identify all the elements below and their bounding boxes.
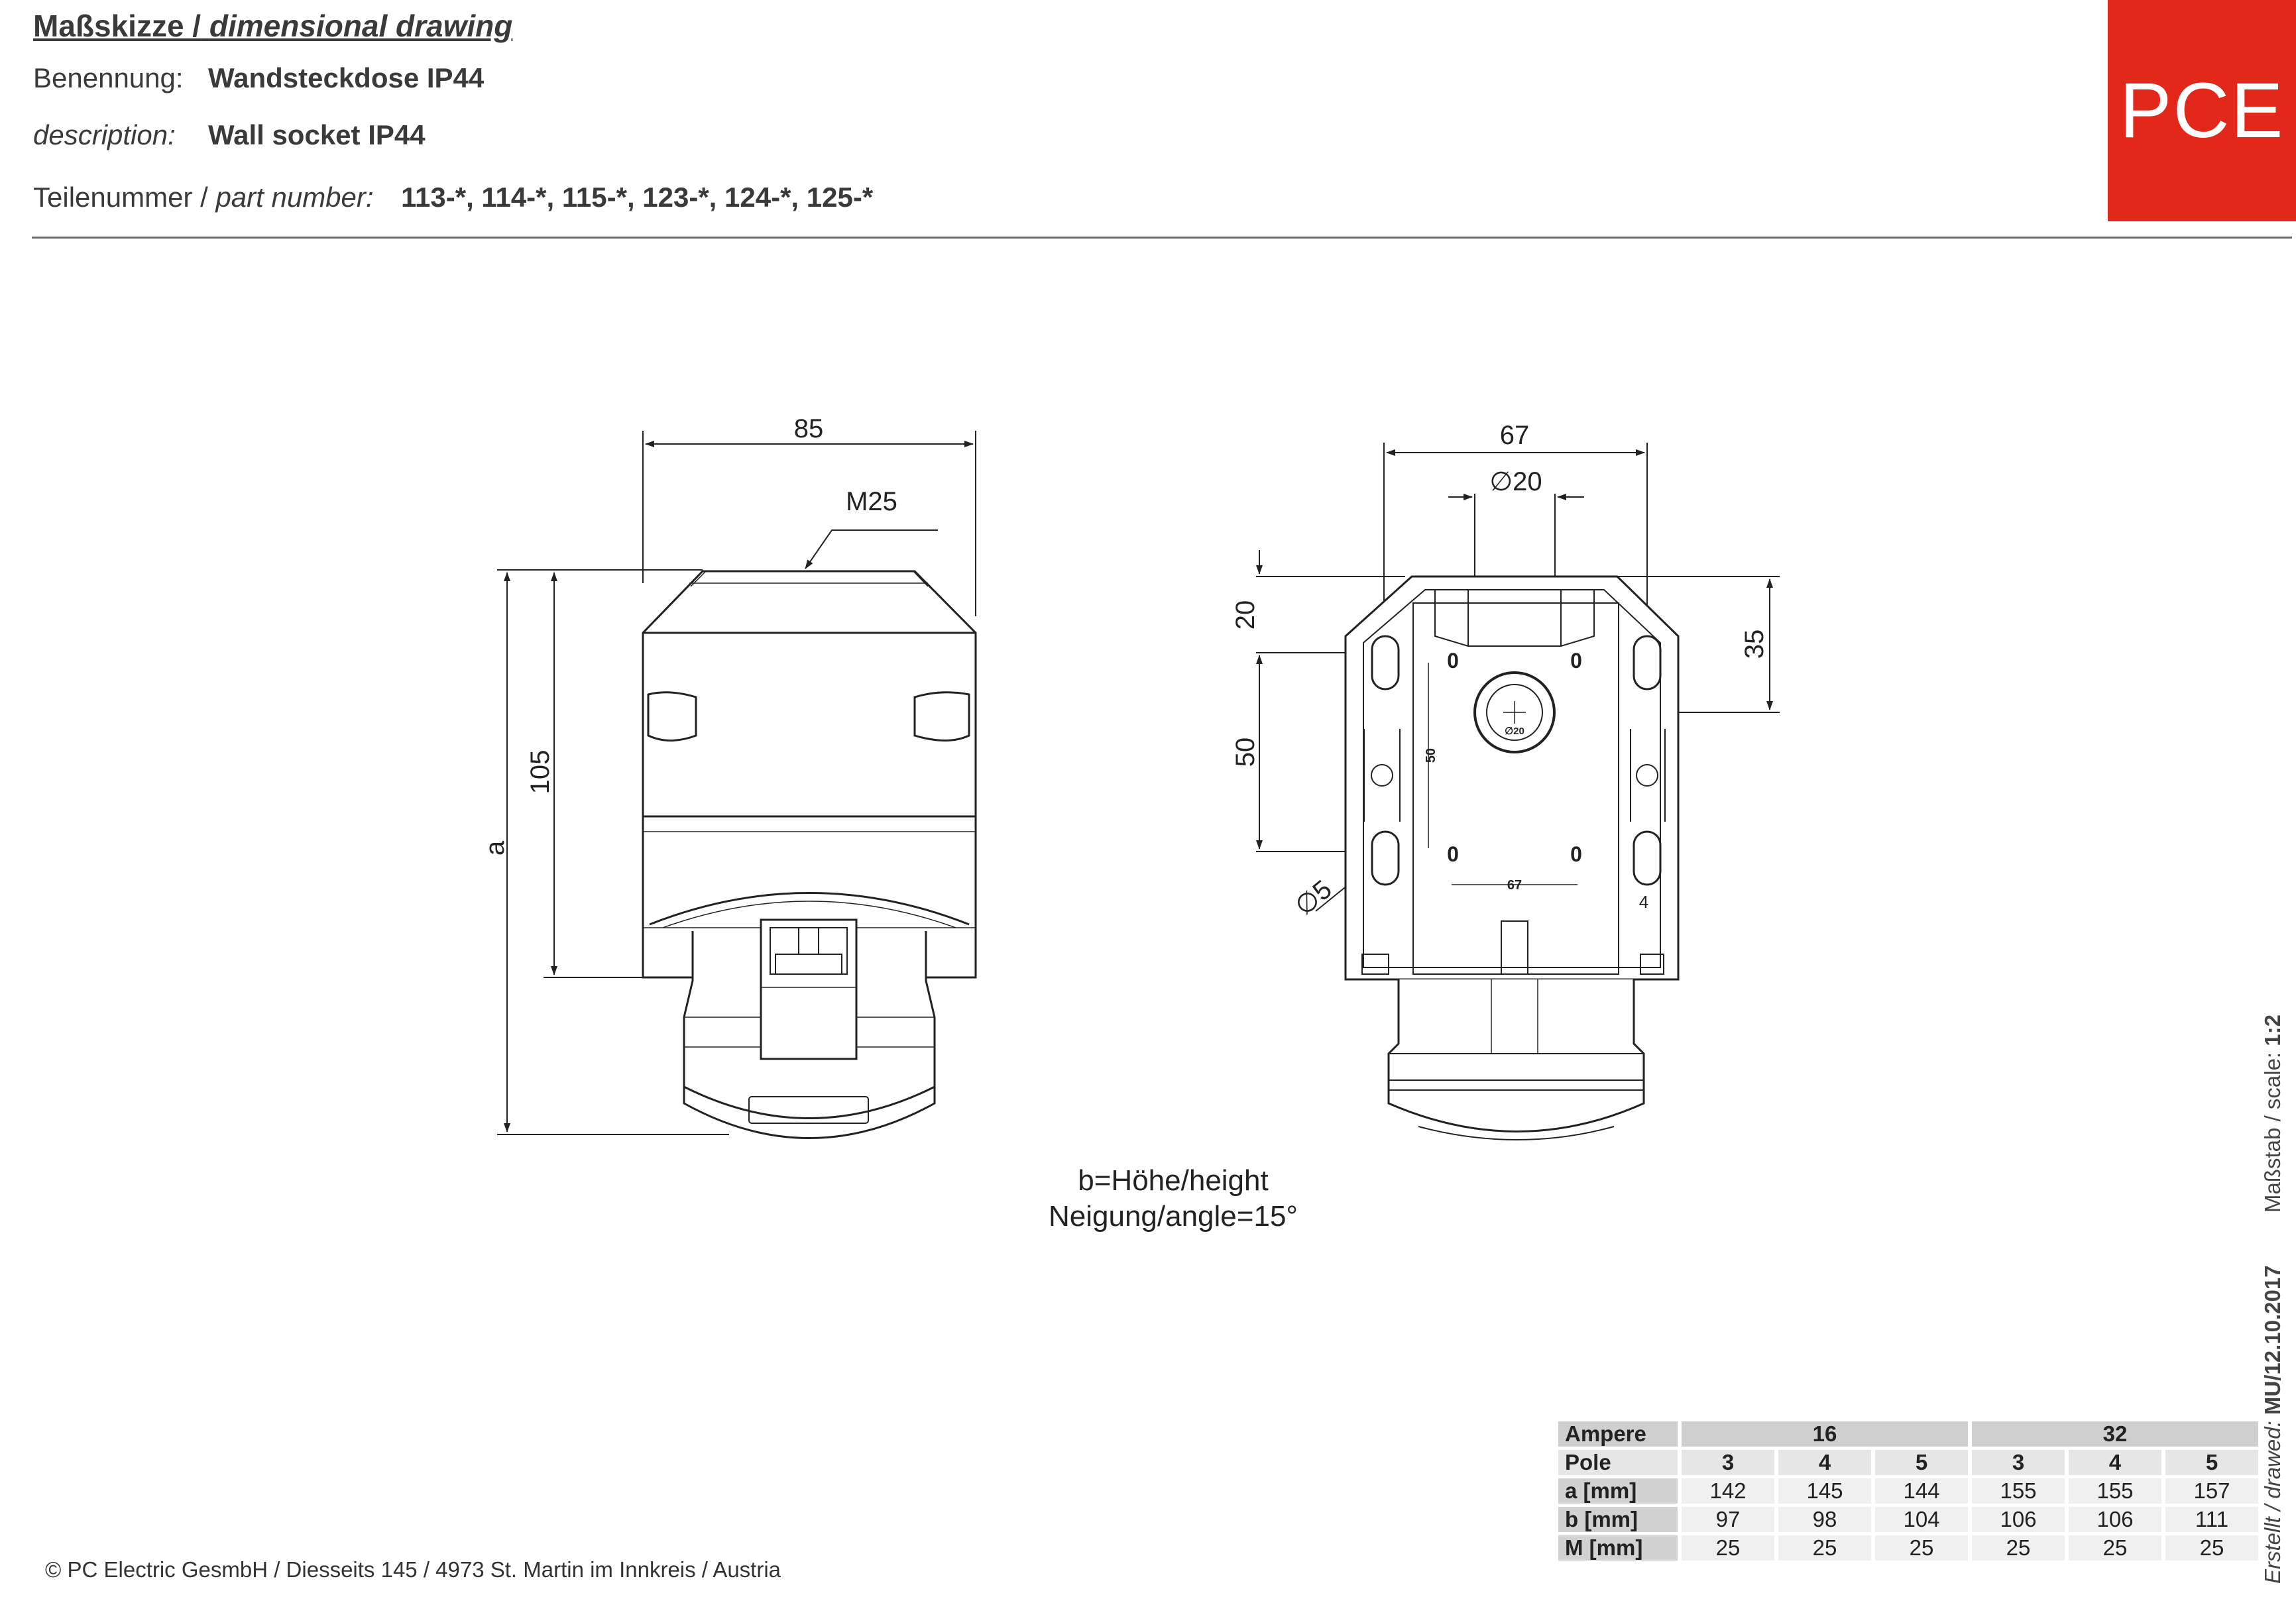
pole-cell: 5: [1875, 1450, 1968, 1475]
pole-cell: 4: [2069, 1450, 2161, 1475]
table-row-m: M [mm] 25 25 25 25 25 25: [1558, 1535, 2258, 1561]
inner-dim-50: 50: [1424, 748, 1438, 763]
table-row-ampere: Ampere 16 32: [1558, 1421, 2258, 1447]
dim-85: 85: [794, 414, 824, 443]
table-cell: 144: [1875, 1478, 1968, 1504]
drawing-notes: b=Höhe/height Neigung/angle=15°: [1034, 1163, 1312, 1235]
mark-4: 4: [1639, 892, 1648, 912]
dim-a: a: [481, 840, 510, 855]
table-cell: 145: [1778, 1478, 1871, 1504]
dim-105: 105: [526, 750, 555, 795]
partnumber-label: part number:: [215, 182, 374, 213]
table-cell: 157: [2165, 1478, 2258, 1504]
created-text: Erstellt / drawed:: [2260, 1421, 2285, 1584]
table-cell: 104: [1875, 1507, 1968, 1532]
row-label: a [mm]: [1558, 1478, 1678, 1504]
table-row-a: a [mm] 142 145 144 155 155 157: [1558, 1478, 2258, 1504]
pce-logo: PCE: [2108, 0, 2296, 221]
created-value: MU/12.10.2017: [2260, 1265, 2285, 1415]
teilenummer-label: Teilenummer /: [33, 182, 208, 213]
row-label: b [mm]: [1558, 1507, 1678, 1532]
dim-67: 67: [1500, 421, 1530, 450]
table-cell: 25: [1682, 1535, 1774, 1561]
table-cell: 142: [1682, 1478, 1774, 1504]
table-cell: 25: [2165, 1535, 2258, 1561]
table-cell: 111: [2165, 1507, 2258, 1532]
description-label: description:: [33, 119, 176, 150]
pole-label: Pole: [1558, 1450, 1678, 1475]
mark-0-tl: 0: [1447, 649, 1459, 673]
dim-m25: M25: [846, 487, 897, 516]
spec-table: Ampere 16 32 Pole 3 4 5 3 4 5 a [mm] 142…: [1554, 1418, 2262, 1564]
table-cell: 97: [1682, 1507, 1774, 1532]
mark-0-tr: 0: [1570, 649, 1582, 673]
pole-cell: 5: [2165, 1450, 2258, 1475]
drawing-title: Maßskizze / dimensional drawing: [33, 8, 512, 44]
logo-text: PCE: [2119, 67, 2285, 154]
scale-text: Maßstab / scale:: [2260, 1052, 2285, 1213]
pole-cell: 3: [1972, 1450, 2065, 1475]
scale-value: 1:2: [2260, 1015, 2285, 1046]
ampere-32: 32: [1972, 1421, 2258, 1447]
table-cell: 155: [1972, 1478, 2065, 1504]
inner-dim-67: 67: [1507, 878, 1522, 893]
dim-50: 50: [1231, 738, 1260, 767]
pole-cell: 4: [1778, 1450, 1871, 1475]
table-cell: 106: [2069, 1507, 2161, 1532]
benennung-label: Benennung:: [33, 62, 184, 93]
table-cell: 106: [1972, 1507, 2065, 1532]
table-cell: 25: [2069, 1535, 2161, 1561]
table-cell: 25: [1778, 1535, 1871, 1561]
created-label: Erstellt / drawed: MU/12.10.2017: [2260, 1265, 2285, 1584]
mark-0-br: 0: [1570, 842, 1582, 866]
benennung-value: Wandsteckdose IP44: [208, 62, 485, 93]
mark-d20: ∅20: [1505, 726, 1524, 737]
dim-20: 20: [1231, 600, 1260, 630]
pole-cell: 3: [1682, 1450, 1774, 1475]
title-de: Maßskizze /: [33, 9, 201, 43]
row-label: M [mm]: [1558, 1535, 1678, 1561]
table-row-pole: Pole 3 4 5 3 4 5: [1558, 1450, 2258, 1475]
table-cell: 25: [1972, 1535, 2065, 1561]
side-view: [497, 431, 977, 1139]
table-cell: 25: [1875, 1535, 1968, 1561]
note-height: b=Höhe/height: [1078, 1164, 1269, 1197]
title-en: dimensional drawing: [209, 9, 513, 43]
description-value: Wall socket IP44: [208, 119, 426, 150]
header-divider: [32, 237, 2292, 239]
ampere-label: Ampere: [1558, 1421, 1678, 1447]
table-row-b: b [mm] 97 98 104 106 106 111: [1558, 1507, 2258, 1532]
scale-label: Maßstab / scale: 1:2: [2260, 1015, 2285, 1213]
table-cell: 98: [1778, 1507, 1871, 1532]
part-number-row: Teilenummer / part number:: [33, 182, 374, 213]
ampere-16: 16: [1682, 1421, 1968, 1447]
table-cell: 155: [2069, 1478, 2161, 1504]
mark-0-bl: 0: [1447, 842, 1459, 866]
dim-d5: ∅5: [1290, 875, 1338, 921]
dim-35: 35: [1740, 630, 1769, 659]
front-view: [1256, 443, 1780, 1140]
partnumber-value: 113-*, 114-*, 115-*, 123-*, 124-*, 125-*: [401, 182, 874, 213]
note-angle: Neigung/angle=15°: [1048, 1200, 1298, 1233]
dim-d20: ∅20: [1489, 467, 1542, 496]
copyright-footer: © PC Electric GesmbH / Diesseits 145 / 4…: [45, 1557, 781, 1582]
